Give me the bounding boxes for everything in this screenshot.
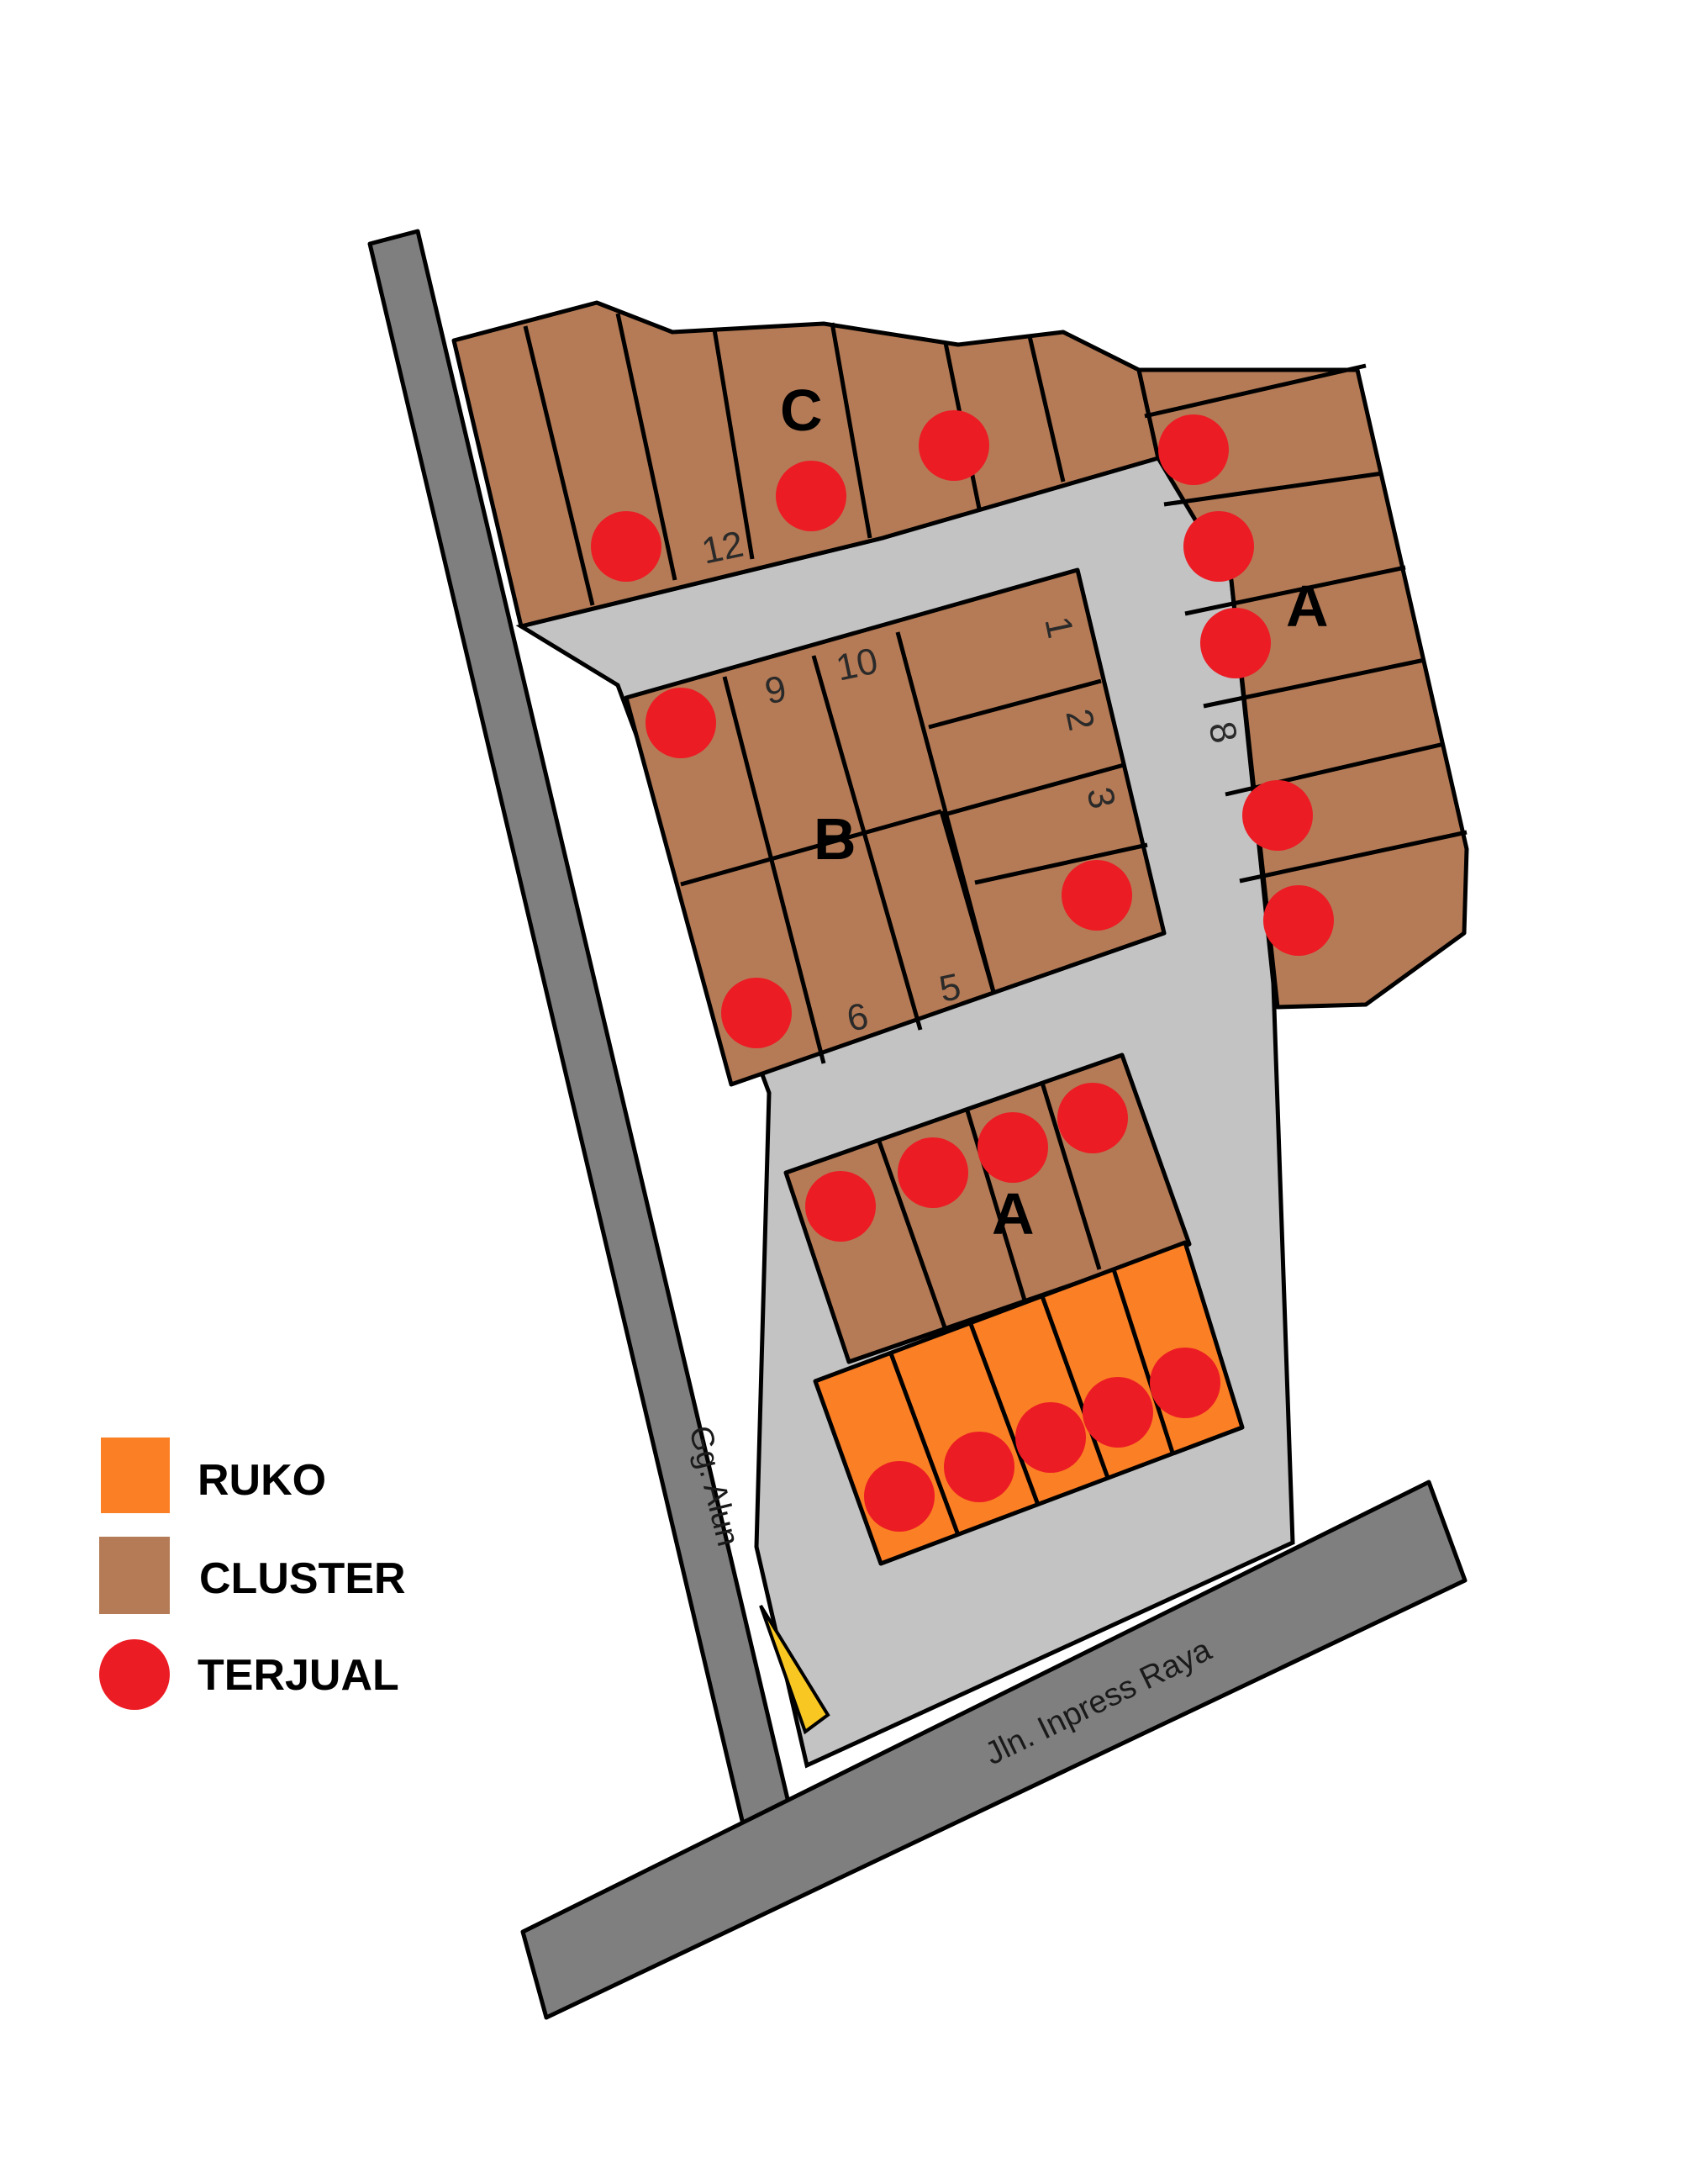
- sold-marker: [919, 410, 989, 481]
- sold-marker: [1057, 1083, 1128, 1153]
- legend: RUKO CLUSTER TERJUAL: [99, 1438, 406, 1710]
- sold-marker: [1200, 608, 1271, 678]
- roads: [367, 229, 1468, 2020]
- sold-marker: [898, 1137, 968, 1208]
- block-b: [624, 567, 1167, 1087]
- sold-marker: [646, 688, 716, 758]
- sold-marker: [864, 1461, 935, 1532]
- block-label-a-east: A: [1286, 573, 1329, 639]
- sold-marker: [1263, 885, 1334, 956]
- cluster-swatch: [99, 1537, 170, 1614]
- sold-marker: [944, 1432, 1014, 1502]
- ruko-swatch: [101, 1438, 170, 1513]
- road-jln-inpress-raya: [520, 1480, 1468, 2020]
- block-labels: C A B A: [780, 377, 1329, 1247]
- sold-marker-legend: [99, 1639, 170, 1710]
- legend-label-terjual: TERJUAL: [198, 1651, 399, 1700]
- legend-label-cluster: CLUSTER: [199, 1554, 406, 1603]
- sold-marker: [1015, 1402, 1086, 1473]
- sold-marker: [591, 511, 661, 582]
- block-label-a-south: A: [992, 1181, 1035, 1247]
- sold-marker: [1150, 1348, 1220, 1418]
- sold-markers: [591, 410, 1334, 1532]
- block-label-b: B: [814, 806, 856, 872]
- sold-marker: [978, 1112, 1048, 1183]
- sold-marker: [1083, 1377, 1153, 1448]
- sold-marker: [1062, 860, 1132, 931]
- sold-marker: [1242, 780, 1313, 851]
- sold-marker: [805, 1171, 876, 1242]
- sold-marker: [1183, 511, 1254, 582]
- lot-label-b-10: 10: [833, 641, 882, 689]
- lot-label-c-12: 12: [698, 524, 747, 572]
- yellow-triangle-marker: [759, 1604, 830, 1735]
- sold-marker: [1158, 414, 1229, 485]
- legend-label-ruko: RUKO: [198, 1456, 326, 1505]
- block-label-c: C: [780, 377, 823, 443]
- sold-marker: [721, 978, 792, 1048]
- sold-marker: [776, 461, 846, 531]
